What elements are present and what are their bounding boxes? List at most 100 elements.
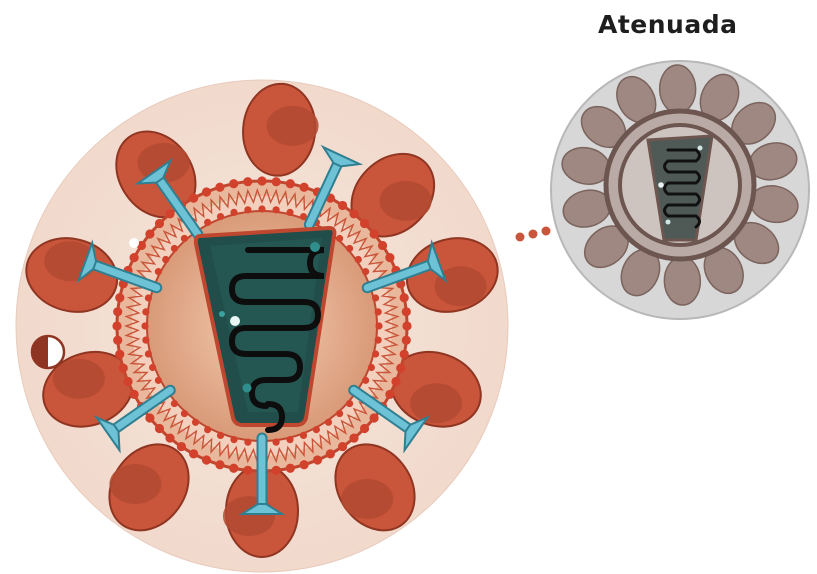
- membrane-dot: [299, 183, 308, 192]
- membrane-dot: [141, 322, 148, 329]
- membrane-dot: [145, 413, 154, 422]
- spike-lobe: [380, 181, 432, 221]
- membrane-dot: [192, 419, 199, 426]
- membrane-dot: [299, 460, 308, 469]
- membrane-dot: [202, 187, 211, 196]
- membrane-dot: [375, 337, 382, 344]
- membrane-dot: [130, 390, 139, 399]
- membrane-dot: [360, 219, 369, 228]
- membrane-dot: [286, 179, 295, 188]
- membrane-dot: [215, 183, 224, 192]
- membrane-dot: [177, 442, 186, 451]
- spike-lobe: [109, 464, 161, 504]
- membrane-dot: [368, 364, 375, 371]
- membrane-dot: [229, 179, 238, 188]
- membrane-dot: [189, 449, 198, 458]
- membrane-dot: [369, 413, 378, 422]
- membrane-dot: [112, 321, 121, 330]
- membrane-dot: [149, 364, 156, 371]
- attenuated-spike-lobe: [664, 257, 701, 306]
- connector-dots: [516, 227, 551, 242]
- spike-lobe: [53, 359, 105, 399]
- membrane-dot: [385, 390, 394, 399]
- membrane-dot: [145, 350, 152, 357]
- membrane-dot: [229, 464, 238, 473]
- membrane-dot: [300, 432, 307, 439]
- membrane-dot: [202, 455, 211, 464]
- membrane-dot: [204, 426, 211, 433]
- membrane-dot: [142, 337, 149, 344]
- membrane-dot: [215, 460, 224, 469]
- spike-lobe: [410, 383, 462, 423]
- membrane-dot: [372, 294, 379, 301]
- membrane-dot: [313, 455, 322, 464]
- membrane-dot: [326, 449, 335, 458]
- membrane-dot: [258, 205, 265, 212]
- membrane-dot: [286, 436, 293, 443]
- membrane-dot: [338, 442, 347, 451]
- membrane-dot: [325, 419, 332, 426]
- attenuated-particle: [666, 220, 671, 225]
- membrane-dot: [145, 229, 154, 238]
- membrane-dot: [155, 424, 164, 433]
- membrane-dot: [113, 336, 122, 345]
- membrane-dot: [272, 466, 281, 475]
- membrane-dot: [313, 426, 320, 433]
- membrane-dot: [400, 293, 409, 302]
- spike-lobe: [341, 479, 393, 519]
- attenuated-virus: [551, 61, 809, 319]
- membrane-dot: [155, 377, 162, 384]
- membrane-dot: [181, 235, 188, 242]
- membrane-dot: [181, 410, 188, 417]
- membrane-dot: [217, 432, 224, 439]
- membrane-dot: [349, 433, 358, 442]
- membrane-dot: [362, 268, 369, 275]
- attenuated-particle: [658, 182, 664, 188]
- membrane-dot: [385, 253, 394, 262]
- membrane-dot: [142, 308, 149, 315]
- membrane-dot: [369, 229, 378, 238]
- membrane-dot: [243, 177, 252, 186]
- membrane-dot: [355, 256, 362, 263]
- membrane-dot: [165, 209, 174, 218]
- membrane-dot: [273, 439, 280, 446]
- membrane-dot: [362, 377, 369, 384]
- membrane-dot: [165, 433, 174, 442]
- membrane-dot: [189, 194, 198, 203]
- membrane-dot: [230, 436, 237, 443]
- membrane-dot: [123, 377, 132, 386]
- core-particle: [219, 311, 225, 317]
- membrane-dot: [286, 209, 293, 216]
- membrane-dot: [372, 350, 379, 357]
- membrane-dot: [349, 209, 358, 218]
- membrane-dot: [115, 350, 124, 359]
- membrane-dot: [115, 293, 124, 302]
- membrane-dot: [230, 209, 237, 216]
- membrane-dot: [346, 245, 353, 252]
- membrane-dot: [113, 307, 122, 316]
- core-particle: [243, 384, 252, 393]
- membrane-dot: [171, 400, 178, 407]
- attenuated-particle: [698, 146, 703, 151]
- membrane-dot: [396, 363, 405, 372]
- membrane-dot: [402, 307, 411, 316]
- membrane-dot: [375, 308, 382, 315]
- membrane-dot: [244, 206, 251, 213]
- membrane-dot: [378, 241, 387, 250]
- membrane-dot: [272, 177, 281, 186]
- membrane-dot: [360, 424, 369, 433]
- membrane-dot: [243, 466, 252, 475]
- membrane-dot: [336, 410, 343, 417]
- white-dot: [129, 238, 139, 248]
- membrane-dot: [402, 321, 411, 330]
- membrane-dot: [346, 400, 353, 407]
- membrane-dot: [286, 464, 295, 473]
- attenuated-spike-lobe: [659, 65, 696, 114]
- membrane-dot: [204, 219, 211, 226]
- edge-marker: [32, 336, 64, 368]
- membrane-dot: [375, 322, 382, 329]
- membrane-dot: [130, 253, 139, 262]
- membrane-dot: [402, 336, 411, 345]
- membrane-dot: [244, 439, 251, 446]
